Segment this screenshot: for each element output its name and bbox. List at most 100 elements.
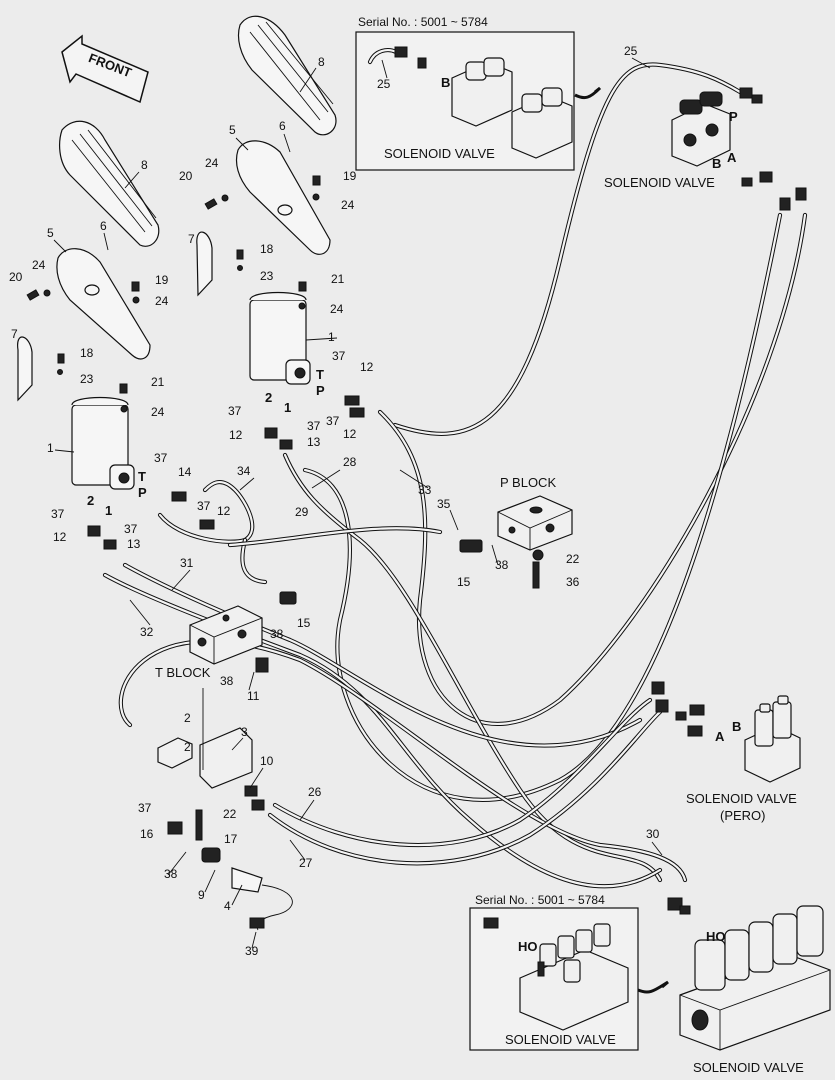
callout-label: 1 [47,441,54,455]
solenoid-valve-pero [651,681,801,783]
callout-label: 5 [229,123,236,137]
callout-label: 36 [566,575,580,589]
callout-label: 15 [457,575,471,589]
callout-label: B [712,156,721,171]
solenoid-valve-bottom-right [667,897,831,1051]
front-arrow: FRONT [61,34,149,104]
callout-label: 14 [178,465,192,479]
callout-label: P [729,109,738,124]
callout-label: 21 [331,272,345,286]
inset-bottom [469,907,669,1051]
callout-label: 19 [343,169,357,183]
serial-top-label: Serial No. : 5001 ~ 5784 [358,15,488,29]
callout-label: 25 [377,77,391,91]
callout-label: 39 [245,944,259,958]
callout-label: 12 [360,360,374,374]
callout-label: 21 [151,375,165,389]
callout-label: 35 [437,497,451,511]
callout-label: 1 [328,330,335,344]
callout-label: 26 [308,785,322,799]
callout-label: 7 [11,327,18,341]
callout-label: A [727,150,737,165]
callout-label: 20 [9,270,23,284]
callout-label: 4 [224,899,231,913]
valve-top-right-label: SOLENOID VALVE [604,175,715,190]
callout-label: 13 [307,435,321,449]
callout-label: B [732,719,741,734]
callout-label: 18 [80,346,94,360]
callout-label: 23 [260,269,274,283]
callout-label: 20 [179,169,193,183]
callout-label: 32 [140,625,154,639]
callout-label: 24 [330,302,344,316]
solenoid-valve-top-right [671,87,807,211]
callout-label: 37 [307,419,321,433]
callout-label: 7 [188,232,195,246]
block-labels: Serial No. : 5001 ~ 5784 SOLENOID VALVE … [155,15,804,1075]
callout-label: 37 [197,499,211,513]
callout-label: 38 [270,627,284,641]
callout-label: 37 [51,507,65,521]
callout-label: 37 [138,801,152,815]
callout-label: 37 [326,414,340,428]
callout-label: 33 [418,483,432,497]
callout-label: 29 [295,505,309,519]
callout-label: 28 [343,455,357,469]
callout-label: 18 [260,242,274,256]
callout-label: 38 [220,674,234,688]
callout-label: 2 [87,493,94,508]
callout-label: 27 [299,856,313,870]
callout-label: HO [706,929,726,944]
port-labels: B P B A T P T P 2 1 2 1 B A HO HO [87,75,741,954]
p-block [497,495,573,551]
callout-label: 24 [32,258,46,272]
inset-top [355,31,602,171]
p-block-label: P BLOCK [500,475,556,490]
callout-label: 30 [646,827,660,841]
t-block-label: T BLOCK [155,665,211,680]
valve-bottom-right-label: SOLENOID VALVE [693,1060,804,1075]
callout-label: 12 [343,427,357,441]
callout-label: 37 [332,349,346,363]
callout-label: 9 [198,888,205,902]
callout-label: 12 [217,504,231,518]
t-block [157,605,263,789]
callout-label: 5 [47,226,54,240]
callout-label: 25 [624,44,638,58]
callout-label: 12 [229,428,243,442]
callout-label: 6 [100,219,107,233]
callout-label: 8 [141,158,148,172]
callout-label: 22 [223,807,237,821]
callout-label: 37 [154,451,168,465]
inset-bottom-valve-label: SOLENOID VALVE [505,1032,616,1047]
callout-label: P [316,383,325,398]
callout-label: 6 [279,119,286,133]
callout-label: 10 [260,754,274,768]
hose-lines [102,62,808,931]
callout-label: 16 [140,827,154,841]
valve-pero-sub-label: (PERO) [720,808,766,823]
part-callouts: 8 8 25 25 5 6 5 6 24 20 19 24 7 18 23 21… [9,44,660,958]
callout-label: 2 [265,390,272,405]
pedal-left [17,120,160,490]
callout-label: T [316,367,324,382]
callout-label: T [138,469,146,484]
callout-label: 31 [180,556,194,570]
callout-label: HO [518,939,538,954]
callout-label: A [715,729,725,744]
callout-label: 17 [224,832,238,846]
inset-top-valve-label: SOLENOID VALVE [384,146,495,161]
small-fittings [26,175,544,929]
callout-label: 24 [341,198,355,212]
callout-label: 34 [237,464,251,478]
serial-bottom-label: Serial No. : 5001 ~ 5784 [475,893,605,907]
callout-label: B [441,75,450,90]
callout-label: 24 [205,156,219,170]
callout-label: 2 [184,711,191,725]
callout-label: 15 [297,616,311,630]
callout-label: 8 [318,55,325,69]
callout-label: 38 [495,558,509,572]
leader-lines [53,57,663,949]
callout-label: 2 [184,740,191,754]
